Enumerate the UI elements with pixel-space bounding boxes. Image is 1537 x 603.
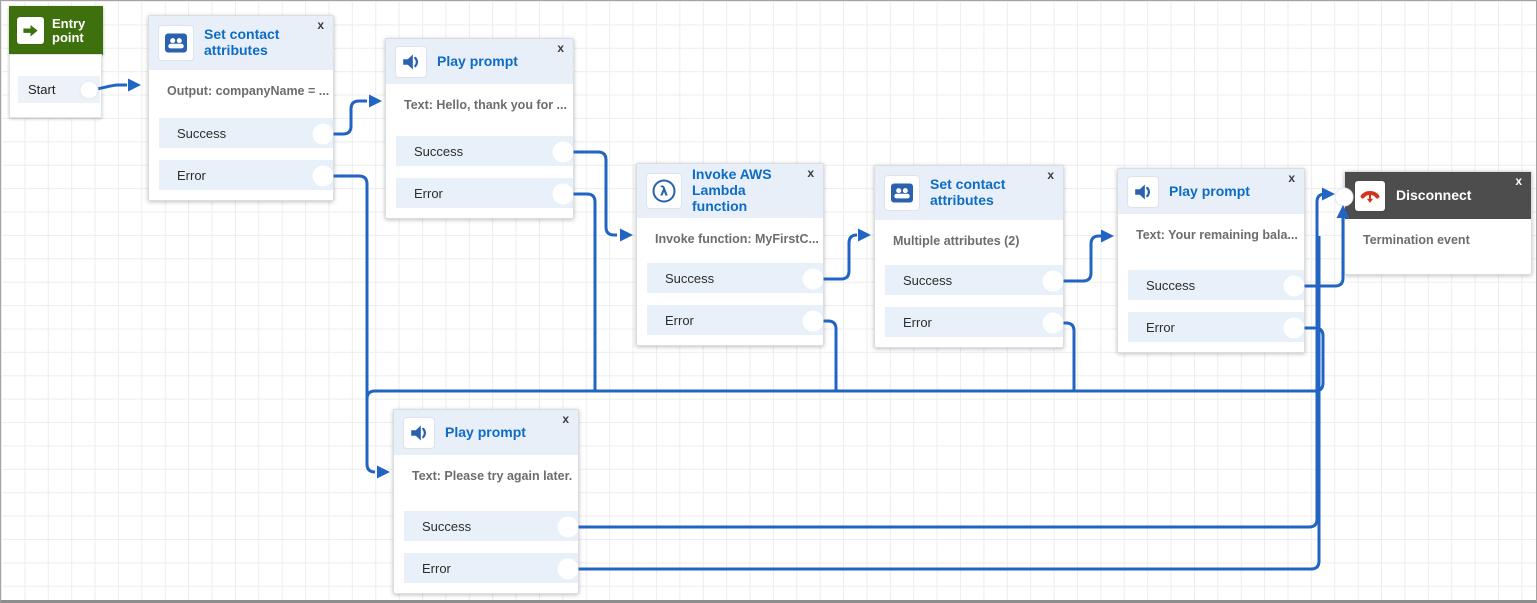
block-header: Play prompt (386, 39, 573, 84)
output-row-error: Error (885, 307, 1063, 337)
block-set-contact-attributes-2[interactable]: x Set contact attributes Multiple attrib… (874, 165, 1064, 348)
speaker-icon (1128, 176, 1158, 207)
svg-text:λ: λ (660, 185, 668, 200)
output-label: Error (177, 167, 206, 183)
contact-attributes-icon (885, 176, 919, 210)
output-row-error: Error (159, 160, 333, 190)
block-description: Text: Your remaining bala... (1136, 228, 1298, 242)
block-description: Text: Please try again later. (412, 469, 573, 483)
arrowhead (128, 78, 141, 92)
lambda-icon: λ (647, 174, 681, 208)
output-row-success: Success (885, 265, 1063, 295)
disconnect-phone-icon (1355, 180, 1385, 211)
arrowhead (858, 228, 871, 242)
block-title: Invoke AWS Lambda function (692, 166, 772, 214)
block-header: Play prompt (1118, 169, 1304, 214)
output-label: Error (414, 185, 443, 201)
output-label: Success (1146, 277, 1196, 293)
block-description: Output: companyName = ... (167, 84, 330, 98)
block-title: Disconnect (1396, 186, 1472, 203)
close-icon[interactable]: x (317, 18, 324, 32)
output-row-success: Success (647, 263, 823, 293)
output-label: Success (665, 270, 715, 286)
block-description: Invoke function: MyFirstC... (655, 232, 819, 246)
block-set-contact-attributes-1[interactable]: x Set contact attributes Output: company… (148, 15, 334, 201)
close-icon[interactable]: x (807, 166, 814, 180)
speaker-icon (404, 417, 434, 448)
connector-pp1-error[interactable] (563, 192, 597, 391)
block-title: Play prompt (445, 423, 526, 440)
output-label: Success (903, 272, 953, 288)
block-disconnect[interactable]: x Disconnect Termination event (1344, 171, 1532, 275)
entry-point-block: Entry point (9, 6, 103, 55)
block-play-prompt-2[interactable]: x Play prompt Text: Your remaining bala.… (1117, 168, 1305, 353)
arrowhead (620, 228, 633, 242)
start-block: Start (9, 54, 102, 118)
output-label: Error (422, 560, 451, 576)
output-label: Success (422, 518, 472, 534)
block-invoke-lambda[interactable]: x λ Invoke AWS Lambda function Invoke fu… (636, 163, 824, 346)
close-icon[interactable]: x (557, 41, 564, 55)
output-row-error: Error (1128, 312, 1304, 342)
block-description: Termination event (1363, 233, 1470, 247)
entry-point-label: Entry point (52, 15, 86, 45)
contact-attributes-icon (159, 26, 193, 60)
block-title: Set contact attributes (930, 176, 1006, 208)
speaker-icon (396, 46, 426, 77)
block-header: Play prompt (394, 410, 578, 455)
block-header: λ Invoke AWS Lambda function (637, 164, 823, 218)
block-play-prompt-3[interactable]: x Play prompt Text: Please try again lat… (393, 409, 579, 594)
block-title: Play prompt (437, 52, 518, 69)
output-label: Success (414, 143, 464, 159)
block-description: Multiple attributes (2) (893, 234, 1020, 248)
close-icon[interactable]: x (1515, 174, 1522, 188)
block-play-prompt-1[interactable]: x Play prompt Text: Hello, thank you for… (385, 38, 574, 219)
output-row-error: Error (647, 305, 823, 335)
close-icon[interactable]: x (562, 412, 569, 426)
start-label: Start (28, 82, 56, 97)
start-row: Start (18, 76, 100, 103)
block-header: Disconnect (1345, 172, 1531, 219)
block-header: Set contact attributes (875, 166, 1063, 220)
block-title: Play prompt (1169, 182, 1250, 199)
arrowhead (1322, 187, 1335, 201)
output-label: Success (177, 125, 227, 141)
block-title: Set contact attributes (204, 26, 280, 58)
output-row-success: Success (396, 136, 573, 166)
output-row-success: Success (1128, 270, 1304, 300)
close-icon[interactable]: x (1288, 171, 1295, 185)
connector-sca1-error[interactable] (323, 174, 376, 474)
output-row-error: Error (404, 553, 578, 583)
arrowhead (369, 94, 382, 108)
output-label: Error (1146, 319, 1175, 335)
close-icon[interactable]: x (1047, 168, 1054, 182)
output-row-success: Success (159, 118, 333, 148)
output-label: Error (903, 314, 932, 330)
output-label: Error (665, 312, 694, 328)
arrowhead (1101, 229, 1114, 243)
arrowhead (377, 465, 390, 479)
block-description: Text: Hello, thank you for ... (404, 98, 567, 112)
entry-arrow-icon (17, 17, 44, 44)
output-row-success: Success (404, 511, 578, 541)
block-header: Set contact attributes (149, 16, 333, 70)
output-row-error: Error (396, 178, 573, 208)
